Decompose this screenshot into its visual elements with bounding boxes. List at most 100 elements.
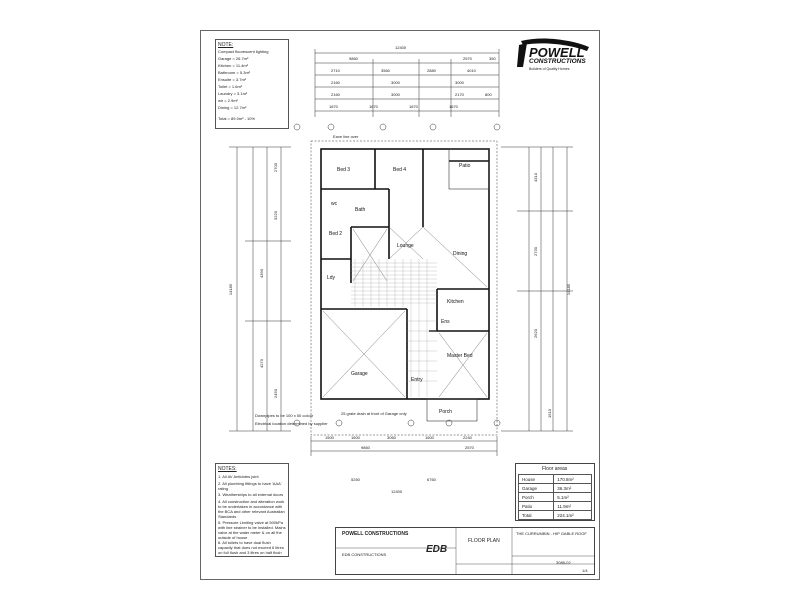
top-notes-heading: NOTE: [218,42,234,48]
eave-line-label: Eave line over [333,134,359,139]
room-bed3: Bed 3 [337,167,351,173]
room-laundry: Ldy [327,275,336,281]
room-entry: Entry [411,377,423,383]
dim-right: 2620 [532,329,538,338]
dim-left: 2700 [272,163,278,172]
room-bed2: Bed 2 [329,231,343,237]
dim-right: 4310 [532,173,538,182]
area-name: Total [517,510,555,520]
dim-top: 2570 [463,56,472,61]
bottom-notes-heading: NOTES: [218,466,237,472]
top-notes-line: Bathroom = 5.3m² [218,70,251,75]
area-name: Porch [517,492,555,502]
powell-logo: POWELL CONSTRUCTIONS Builders of Quality… [515,37,595,75]
title-block: POWELL CONSTRUCTIONS EDB CONSTRUCTIONS E… [335,527,595,575]
top-notes: NOTE: Compact fluorescent lighting Garag… [215,39,289,129]
bottom-notes: NOTES: 1. All AV Antidotes joint 2. All … [215,463,289,557]
top-notes-line: Ensuite = 3.7m² [218,77,247,82]
top-notes-line: Total = 89.0m² - 10% [218,116,256,121]
dim-right: 1510 [546,409,552,418]
dim-right-overall: 14185 [566,283,572,296]
logo-line2: CONSTRUCTIONS [529,58,586,65]
dim-top-overall: 12400 [395,45,407,50]
room-kitchen: Kitchen [447,299,464,305]
room-master-bed: Master Bed [447,353,473,359]
room-lounge: Lounge [397,243,414,249]
title-block-grid [336,528,594,574]
area-value: 224.1m² [553,510,592,520]
tb-drawing-title: FLOOR PLAN [468,538,500,544]
room-ensuite: Ens [441,319,450,325]
dim-top: 3000 [455,80,464,85]
room-garage: Garage [351,371,368,377]
bottom-notes-line: 3. Weatherstrips to all external doors [218,492,284,497]
top-notes-line: wir = 2.9m² [218,98,238,103]
dim-top: 3000 [391,92,400,97]
tb-sheet: 1/4 [582,568,588,573]
dim-top: 3560 [381,68,390,73]
bottom-notes-line: 4. All construction and alteration work … [218,499,285,519]
dim-top: 2880 [427,68,436,73]
area-name: House [517,474,555,484]
room-porch: Porch [439,409,453,415]
tb-job-no: 3088-02 [556,560,571,565]
dim-top: 350 [489,56,496,61]
top-notes-line: Dining = 12.7m² [218,105,247,110]
area-value: 11.9m² [553,501,592,511]
tb-company: POWELL CONSTRUCTIONS [342,531,409,537]
tb-client-company: EDB CONSTRUCTIONS [342,552,387,557]
dim-left: 4270 [258,359,264,368]
dim-top: 3000 [391,80,400,85]
top-notes-line: Garage = 26.7m² [218,56,249,61]
room-wc: wc [331,201,338,207]
dim-top: 2160 [331,80,340,85]
top-notes-line: Toilet = 1.6m² [218,84,243,89]
dim-top: 4010 [467,68,476,73]
room-bath: Bath [355,207,366,213]
dim-top: 1670 [449,104,458,109]
dim-left: 2450 [272,389,278,398]
dim-top: 2170 [455,92,464,97]
logo-mark-icon [517,38,589,67]
dim-top: 1670 [329,104,338,109]
bottom-notes-line: 2. All plumbing fittings to have 'AAA' r… [218,481,282,491]
dim-bottom: 9860 [361,445,370,450]
room-patio: Patio [459,163,471,169]
area-name: Garage [517,483,555,493]
room-dining: Dining [453,251,468,257]
area-value: 5.1m² [553,492,592,502]
dim-right: 2730 [532,247,538,256]
floor-plan-drawing [229,49,573,456]
dim-bottom: 2570 [465,445,474,450]
dim-bottom: 5250 [351,477,360,482]
dim-bottom: 1500 [325,435,334,440]
drawing-sheet: NOTE: Compact fluorescent lighting Garag… [200,30,600,580]
bottom-notes-line: 1. All AV Antidotes joint [218,474,259,479]
room-bed4: Bed 4 [393,167,407,173]
top-notes-line: Laundry = 3.1m² [218,91,248,96]
grate-note: 25 grate drain at front of Garage only [341,411,407,416]
area-value: 36.3m² [553,483,592,493]
dim-left: 4390 [258,269,264,278]
dim-left: 3220 [272,211,278,220]
tb-logo-mark: EDB [426,544,448,555]
area-value: 170.8m² [553,474,592,484]
dim-top: 2160 [331,92,340,97]
downpipe-note: Downpipes to be 100 x 50 colour [255,413,314,418]
tb-project: THE CURRUMBIN - HIP GABLE ROOF [516,531,587,536]
dim-top: 2710 [331,68,340,73]
top-notes-line: Kitchen = 11.4m² [218,63,249,68]
logo-tagline: Builders of Quality Homes [529,67,570,71]
electrical-note: Electrical location determined by suppli… [255,421,328,426]
dim-top: 9860 [349,56,358,61]
dim-left-overall: 14185 [228,283,234,296]
dim-bottom: 2240 [463,435,472,440]
dim-bottom-overall: 12400 [391,489,403,494]
dim-top: 1670 [369,104,378,109]
floor-areas-title: Floor areas [542,466,568,472]
area-name: Patio [517,501,555,511]
